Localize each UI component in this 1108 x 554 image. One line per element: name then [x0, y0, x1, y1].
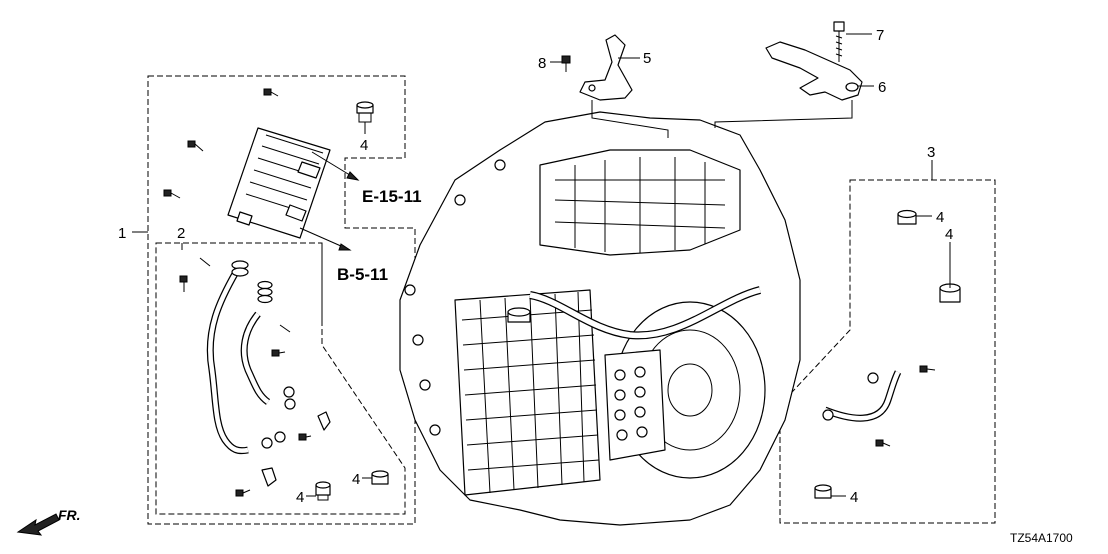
atf-cooler: [227, 127, 331, 239]
bolt-icon: [875, 439, 891, 447]
bolt-icon: [298, 433, 312, 441]
bolt-icon: [235, 489, 251, 497]
callout-6: 6: [878, 79, 886, 96]
callout-4: 4: [945, 226, 953, 243]
bolt-icon: [271, 349, 286, 357]
callout-3: 3: [927, 144, 935, 161]
drain-plug-icon: [814, 484, 832, 499]
callout-4: 4: [936, 209, 944, 226]
group-1-boundary: [147, 75, 416, 525]
ref-b5-arrowhead: [338, 243, 352, 251]
reference-b5-label: B-5-11: [337, 265, 388, 284]
callout-4: 4: [352, 471, 360, 488]
diagram-code: TZ54A1700: [1010, 531, 1073, 545]
callout-4: 4: [850, 489, 858, 506]
breather-hose: [822, 370, 902, 422]
bolt-icon: [187, 140, 204, 152]
callout-8: 8: [538, 55, 546, 72]
bolt-icon: [263, 88, 279, 97]
drain-plug-icon: [356, 101, 374, 123]
bolt-icon: [179, 275, 188, 292]
harness-bracket: [579, 34, 633, 101]
drain-plug-icon: [371, 470, 389, 485]
group-3-boundary: [779, 179, 996, 524]
reference-e15-label: E-15-11: [362, 187, 422, 206]
bracket-5-leader: [591, 100, 669, 138]
flange-bolt-icon: [833, 21, 845, 62]
callout-1: 1: [118, 225, 126, 242]
callout-7: 7: [876, 27, 884, 44]
bolt-icon: [919, 365, 936, 373]
callout-4: 4: [296, 489, 304, 506]
drain-plug-icon: [897, 209, 917, 225]
clip-icon: [261, 411, 331, 487]
o-ring-set-icon: [231, 260, 296, 449]
cooler-hose-right: [240, 311, 271, 405]
ref-e15-arrowhead: [346, 171, 360, 181]
callout-5: 5: [643, 50, 651, 67]
callout-2: 2: [177, 225, 185, 242]
bolt-icon: [561, 55, 571, 72]
bolt-icon: [163, 189, 181, 199]
bracket-6-leader: [714, 100, 853, 128]
mounting-bracket: [765, 41, 863, 101]
cooler-hose-left: [206, 270, 249, 455]
front-direction-label: FR.: [58, 507, 81, 523]
drain-plug-icon: [315, 481, 331, 501]
pin-icon: [199, 257, 291, 333]
front-direction-arrow-icon: [16, 513, 60, 536]
transmission-case: [399, 111, 801, 526]
callout-4: 4: [360, 137, 368, 154]
